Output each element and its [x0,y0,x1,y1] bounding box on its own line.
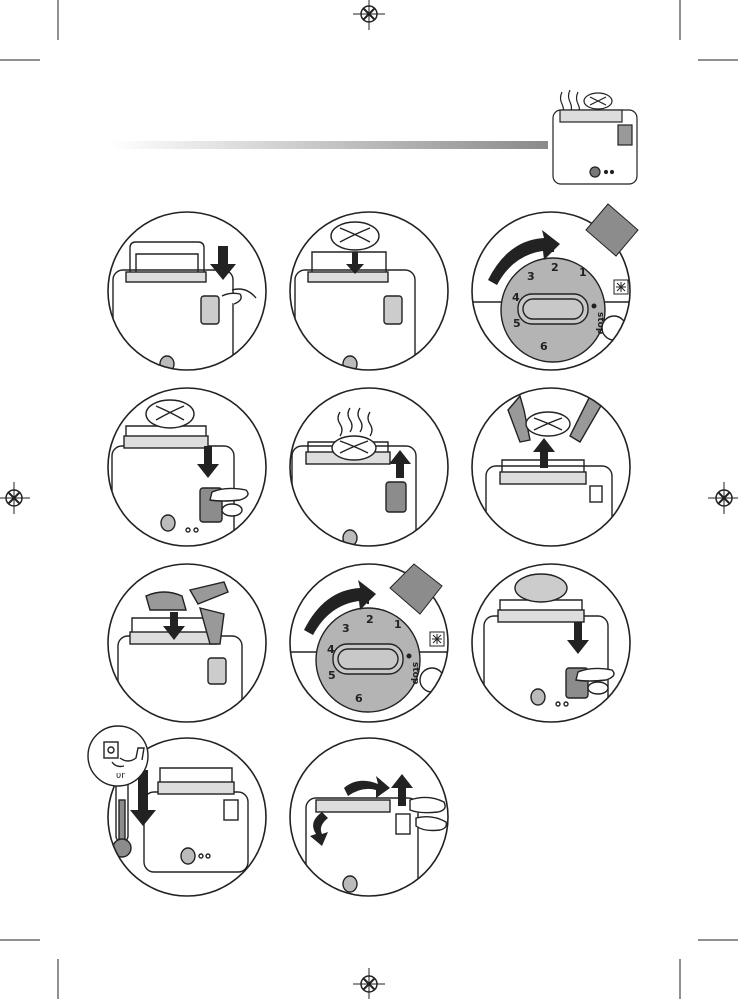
registration-mark-top [353,0,385,30]
registration-mark-bottom [353,968,385,999]
dial-number: 6 [355,692,363,705]
panel-3: 1 2 3 4 5 6 stop [470,204,640,370]
dial-number: 5 [513,317,521,330]
panel-9 [472,564,630,728]
registration-mark-right [708,482,738,514]
dial-number: 2 [551,261,559,274]
panel-2 [290,212,448,390]
up-arrow-icon [533,438,555,468]
dial-number: 6 [540,340,548,353]
dial-number: 3 [527,270,535,283]
panel-1 [108,212,266,390]
dial-number: 4 [512,291,520,304]
panel-10: υr [88,726,266,896]
dial-number: 4 [327,643,335,656]
curved-arrow-icon [344,776,390,798]
snowflake-icon [430,632,444,646]
dial-number: 5 [328,669,336,682]
panel-8: 1 2 3 4 5 6 stop [290,564,450,722]
header-toaster-icon [553,90,637,184]
dial-number: 1 [394,618,402,631]
snowflake-icon [614,280,628,294]
registration-mark-left [0,482,30,514]
panel-6 [472,388,630,576]
dial-number: 3 [342,622,350,635]
dial-number: 2 [366,613,374,626]
dial-stop-label: stop [410,662,420,685]
bun-icon [331,222,379,250]
dial-stop-label: stop [595,312,605,335]
header-gradient-bar [110,141,548,149]
dial-number: 1 [579,266,587,279]
panel-11 [290,738,448,898]
bun-icon [515,574,567,602]
panel-5 [290,388,448,566]
unplug-label: υr [116,771,125,781]
panel-4 [108,388,266,566]
gray-square-tab [390,564,442,614]
steam-icon [338,408,372,436]
unplug-callout: υr [88,726,148,786]
panel-7 [108,564,266,746]
gray-square-tab [586,204,638,256]
